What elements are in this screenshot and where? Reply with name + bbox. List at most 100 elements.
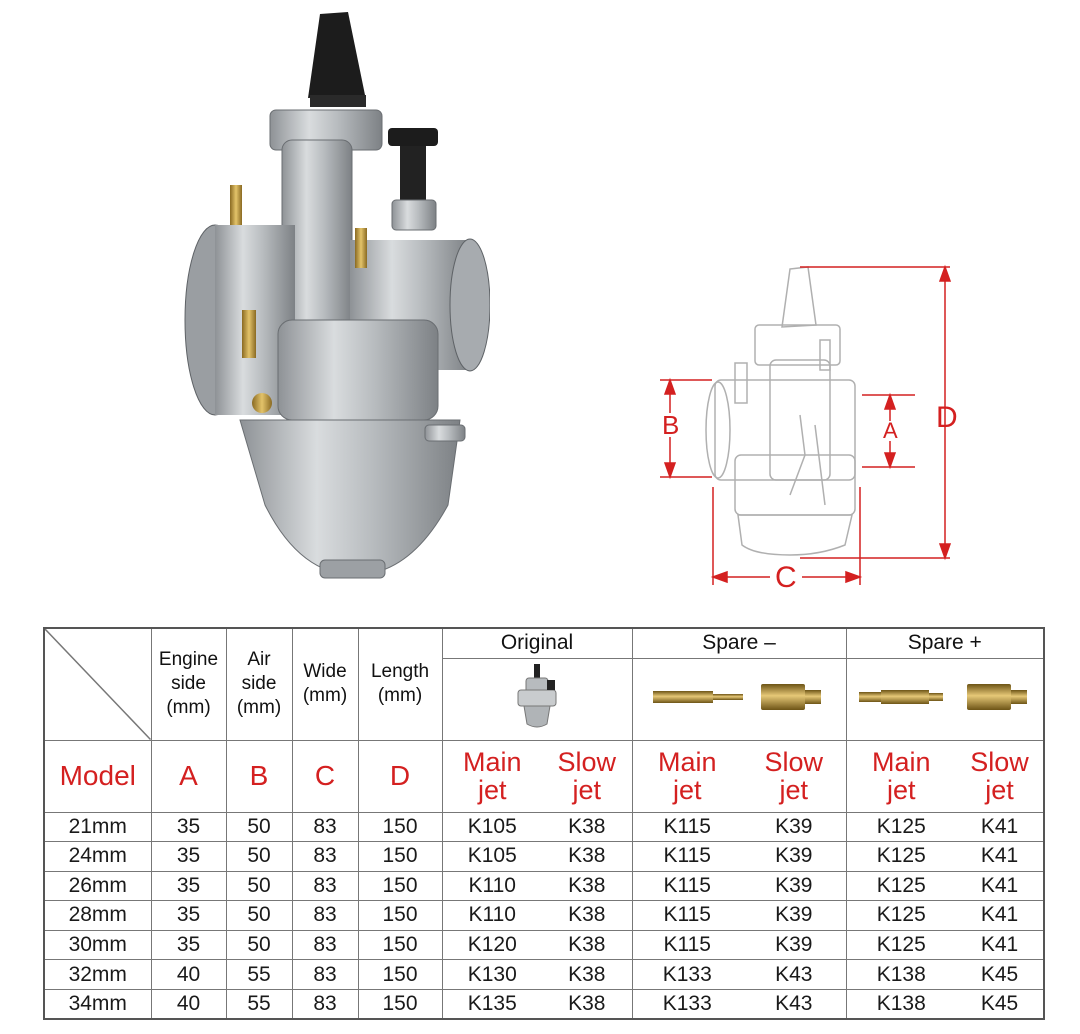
cell-air-side: 50 [225, 811, 293, 843]
cell-spare-plus-slow-jet: K45 [956, 959, 1045, 990]
cell-air-side: 50 [225, 870, 293, 902]
cell-model: 32mm [43, 959, 152, 990]
cell-original-main-jet: K110 [441, 900, 542, 931]
dimension-label-b: B [662, 410, 680, 440]
original-carb-thumbnail [441, 657, 633, 741]
carburetor-image [184, 12, 491, 579]
dimension-label-c: C [775, 561, 797, 594]
cell-air-side: 50 [225, 929, 293, 961]
cell-spare-minus-main-jet: K115 [631, 841, 742, 872]
cell-length: 150 [357, 841, 443, 872]
spare-minus-jets-image [653, 683, 821, 710]
cell-length: 150 [357, 900, 443, 931]
header-wide: Wide (mm) [291, 627, 359, 741]
cell-wide: 83 [291, 811, 359, 843]
cell-original-main-jet: K105 [441, 841, 542, 872]
cell-spare-plus-main-jet: K125 [845, 811, 956, 843]
cell-engine-side: 35 [150, 870, 227, 902]
cell-model: 28mm [43, 900, 152, 931]
cell-model: 30mm [43, 929, 152, 961]
corner-cell [43, 627, 152, 741]
cell-original-main-jet: K105 [441, 811, 542, 843]
cell-original-slow-jet: K38 [542, 988, 633, 1020]
cell-spare-minus-slow-jet: K43 [742, 988, 847, 1020]
cell-air-side: 55 [225, 988, 293, 1020]
cell-spare-plus-main-jet: K125 [845, 900, 956, 931]
cell-spare-plus-slow-jet: K41 [956, 841, 1045, 872]
cell-original-main-jet: K135 [441, 988, 542, 1020]
cell-engine-side: 40 [150, 988, 227, 1020]
cell-engine-side: 35 [150, 841, 227, 872]
cell-wide: 83 [291, 929, 359, 961]
cell-engine-side: 35 [150, 900, 227, 931]
jet-spec-table: Engine side (mm) Air side (mm) Wide (mm)… [43, 627, 1046, 1020]
cell-spare-minus-main-jet: K115 [631, 811, 742, 843]
cell-air-side: 55 [225, 959, 293, 990]
cell-spare-minus-slow-jet: K39 [742, 929, 847, 961]
spare-plus-jets-image [858, 683, 1027, 710]
cell-spare-plus-main-jet: K125 [845, 870, 956, 902]
header-model: Model [43, 739, 152, 813]
cell-model: 21mm [43, 811, 152, 843]
cell-original-main-jet: K130 [441, 959, 542, 990]
dimension-diagram: D B A C [640, 255, 970, 600]
header-col-d: D [357, 739, 443, 813]
cell-spare-minus-slow-jet: K39 [742, 811, 847, 843]
cell-wide: 83 [291, 988, 359, 1020]
cell-original-slow-jet: K38 [542, 900, 633, 931]
cell-model: 24mm [43, 841, 152, 872]
header-spare-minus: Spare – [631, 627, 847, 659]
cell-original-slow-jet: K38 [542, 811, 633, 843]
header-col-b: B [225, 739, 293, 813]
cell-model: 26mm [43, 870, 152, 902]
cell-spare-minus-main-jet: K115 [631, 870, 742, 902]
cell-wide: 83 [291, 900, 359, 931]
header-col-c: C [291, 739, 359, 813]
cell-original-slow-jet: K38 [542, 959, 633, 990]
cell-spare-plus-slow-jet: K41 [956, 811, 1045, 843]
header-engine-side: Engine side (mm) [150, 627, 227, 741]
cell-spare-minus-slow-jet: K43 [742, 959, 847, 990]
cell-length: 150 [357, 929, 443, 961]
dimension-label-d: D [936, 401, 958, 434]
cell-spare-minus-main-jet: K133 [631, 959, 742, 990]
cell-length: 150 [357, 870, 443, 902]
cell-wide: 83 [291, 841, 359, 872]
cell-original-main-jet: K110 [441, 870, 542, 902]
cell-spare-plus-main-jet: K138 [845, 959, 956, 990]
cell-spare-plus-slow-jet: K41 [956, 900, 1045, 931]
cell-engine-side: 35 [150, 811, 227, 843]
cell-spare-minus-main-jet: K133 [631, 988, 742, 1020]
cell-air-side: 50 [225, 900, 293, 931]
cell-spare-plus-main-jet: K125 [845, 841, 956, 872]
cell-spare-minus-slow-jet: K39 [742, 870, 847, 902]
cell-length: 150 [357, 959, 443, 990]
cell-spare-plus-slow-jet: K45 [956, 988, 1045, 1020]
cell-engine-side: 40 [150, 959, 227, 990]
cell-length: 150 [357, 988, 443, 1020]
dimension-label-a: A [883, 418, 898, 443]
header-length: Length (mm) [357, 627, 443, 741]
cell-model: 34mm [43, 988, 152, 1020]
cell-length: 150 [357, 811, 443, 843]
cell-spare-minus-main-jet: K115 [631, 929, 742, 961]
carburetor-photo [170, 0, 491, 600]
cell-spare-plus-main-jet: K138 [845, 988, 956, 1020]
spare-minus-jets [631, 657, 847, 741]
cell-original-slow-jet: K38 [542, 870, 633, 902]
dimension-drawing [660, 264, 952, 585]
carburetor-thumbnail [517, 663, 557, 727]
